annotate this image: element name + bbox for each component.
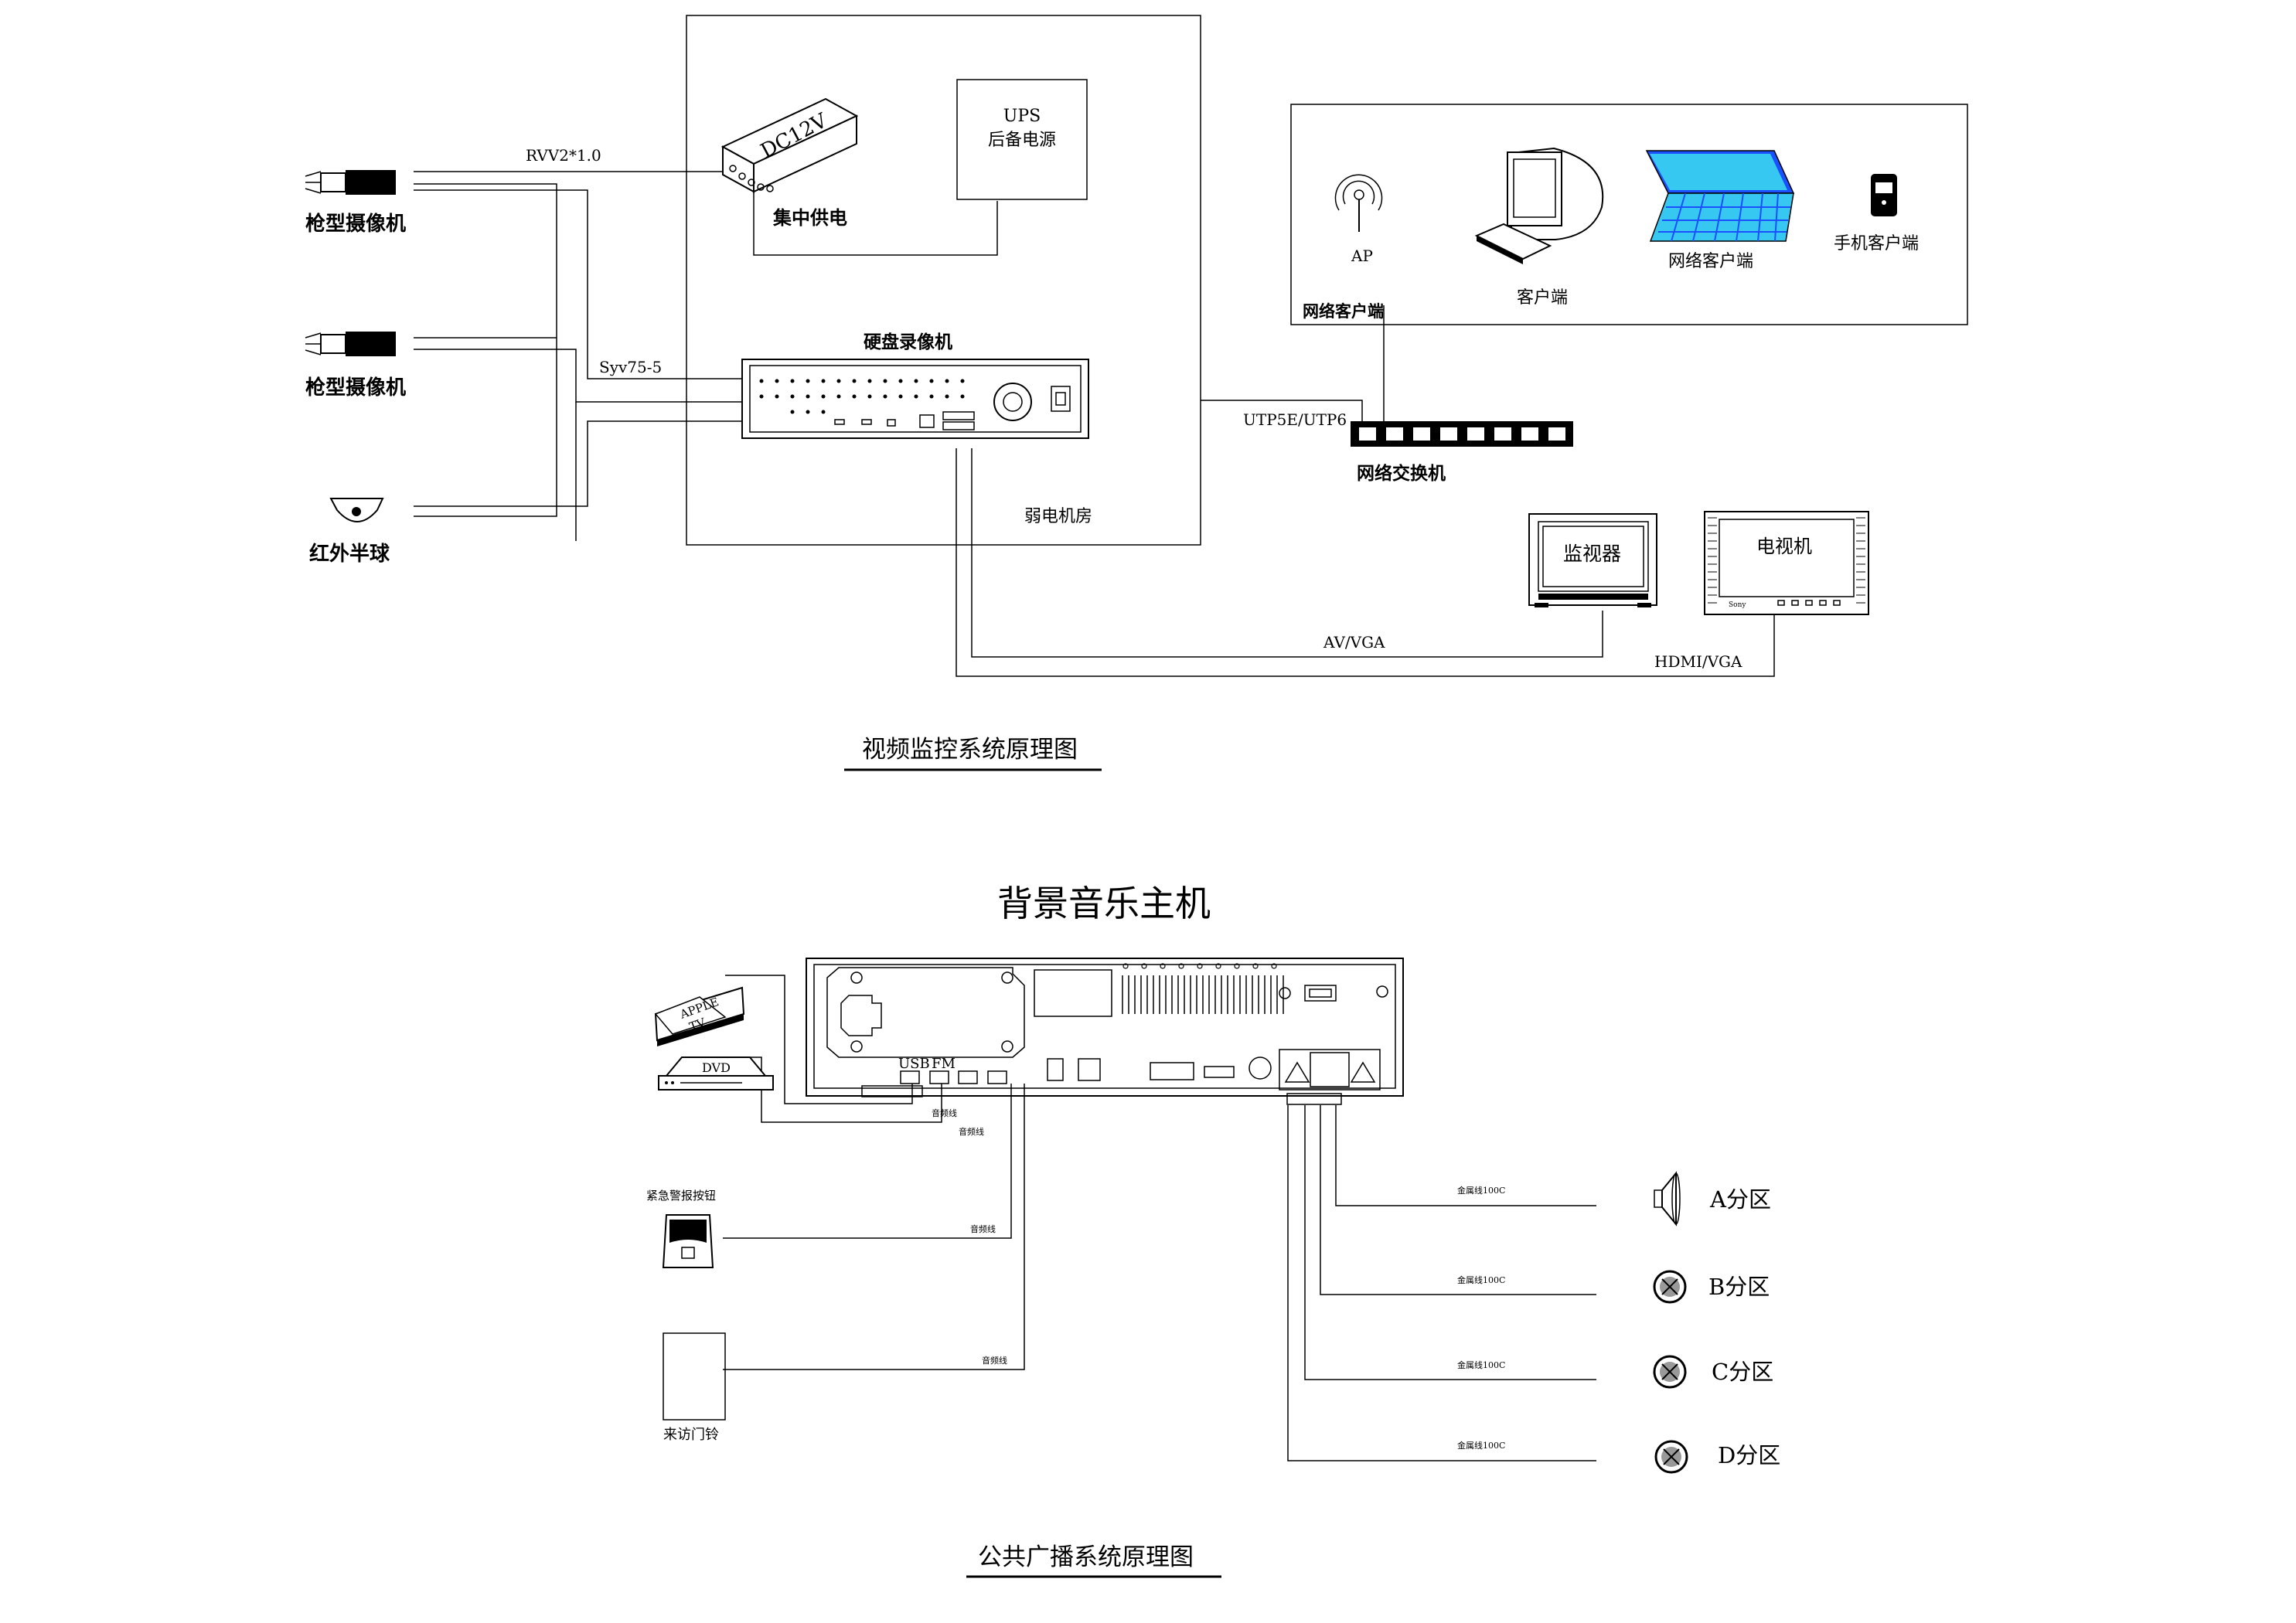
camera-1-label: 枪型摄像机: [305, 212, 406, 236]
source-cable-2: 音频线: [959, 1126, 984, 1137]
zone-cable-b: 金属线100C: [1457, 1274, 1505, 1285]
bgm-host-unit: USB FM: [806, 958, 1404, 1105]
network-cable-label: UTP5E/UTP6: [1243, 410, 1347, 429]
dvr-label: 硬盘录像机: [864, 332, 952, 352]
zone-d-label: D分区: [1718, 1442, 1780, 1468]
bgm-diagram: 背景音乐主机 USB FM: [646, 883, 1780, 1578]
dvd-player: DVD: [658, 1056, 774, 1091]
fm-label: FM: [932, 1056, 956, 1072]
machine-room-box: [686, 15, 1201, 546]
switch-label: 网络交换机: [1357, 463, 1446, 484]
phone-icon: [1871, 174, 1897, 216]
apple-tv-device: APPLE TV: [654, 986, 745, 1046]
source-cable-4: 音频线: [982, 1355, 1007, 1366]
dome-camera: 红外半球: [309, 498, 390, 566]
zone-cable-d: 金属线100C: [1457, 1440, 1505, 1451]
pc-icon: [1474, 147, 1604, 264]
tv-set: Sony 电视机: [1704, 511, 1869, 615]
video-cable-label: Syv75-5: [599, 358, 662, 376]
network-switch: 网络交换机: [1351, 421, 1573, 484]
power-supply-label: 集中供电: [772, 207, 847, 229]
tv-brand: Sony: [1729, 601, 1746, 609]
tv-label: 电视机: [1756, 536, 1812, 557]
dvr-unit: 硬盘录像机: [741, 332, 1089, 439]
laptop-icon: [1645, 150, 1795, 242]
network-clients-box: 网络客户端 AP 客户端: [1290, 104, 1968, 325]
cctv-title: 视频监控系统原理图: [862, 736, 1078, 764]
bgm-title: 公共广播系统原理图: [978, 1543, 1194, 1571]
hdmi-cable-label: HDMI/VGA: [1654, 652, 1742, 671]
bgm-vent-slots: [1122, 975, 1284, 1014]
zone-c-label: C分区: [1712, 1359, 1773, 1385]
bgm-header: 背景音乐主机: [997, 883, 1211, 924]
ups-box: UPS 后备电源: [956, 79, 1088, 200]
ups-label-2: 后备电源: [988, 131, 1056, 150]
cctv-diagram: 弱电机房 枪型摄像机 枪型摄像机 红外半球: [305, 15, 1968, 771]
power-cable-label: RVV2*1.0: [526, 146, 601, 165]
laptop-label: 网络客户端: [1668, 252, 1753, 271]
camera-wiring: [414, 171, 742, 541]
cctv-monitor: 监视器: [1528, 513, 1657, 607]
ap-label: AP: [1351, 247, 1373, 265]
horn-speaker-icon: [1654, 1171, 1681, 1227]
dvd-label: DVD: [702, 1060, 731, 1075]
dome-camera-label: 红外半球: [309, 542, 390, 566]
doorbell-label: 来访门铃: [663, 1427, 719, 1443]
ceiling-speaker-icon-b: [1653, 1270, 1687, 1304]
av-cable-label: AV/VGA: [1323, 633, 1385, 652]
emergency-button: 紧急警报按钮: [646, 1189, 716, 1268]
bullet-camera-1: 枪型摄像机: [305, 170, 406, 236]
source-cable-1: 音频线: [932, 1108, 957, 1118]
zone-cable-c: 金属线100C: [1457, 1359, 1505, 1370]
zone-a-label: A分区: [1709, 1186, 1771, 1213]
ups-label-1: UPS: [1003, 107, 1041, 126]
emergency-label: 紧急警报按钮: [646, 1189, 716, 1203]
camera-2-label: 枪型摄像机: [305, 376, 406, 400]
zone-cable-a: 金属线100C: [1457, 1185, 1505, 1196]
usb-label: USB: [898, 1056, 930, 1072]
ceiling-speaker-icon-d: [1654, 1440, 1688, 1474]
client-group-label: 网络客户端: [1303, 302, 1384, 321]
ceiling-speaker-icon-c: [1653, 1355, 1687, 1389]
phone-label: 手机客户端: [1834, 234, 1919, 253]
doorbell: 来访门铃: [663, 1332, 726, 1443]
pc-label: 客户端: [1517, 288, 1568, 308]
machine-room-label: 弱电机房: [1024, 507, 1092, 526]
bullet-camera-2: 枪型摄像机: [305, 332, 406, 400]
ap-icon: [1334, 174, 1383, 232]
monitor-label: 监视器: [1563, 543, 1621, 565]
zone-b-label: B分区: [1708, 1274, 1770, 1300]
source-cable-3: 音频线: [970, 1223, 996, 1234]
dvr-indicator-dots: [759, 379, 965, 414]
